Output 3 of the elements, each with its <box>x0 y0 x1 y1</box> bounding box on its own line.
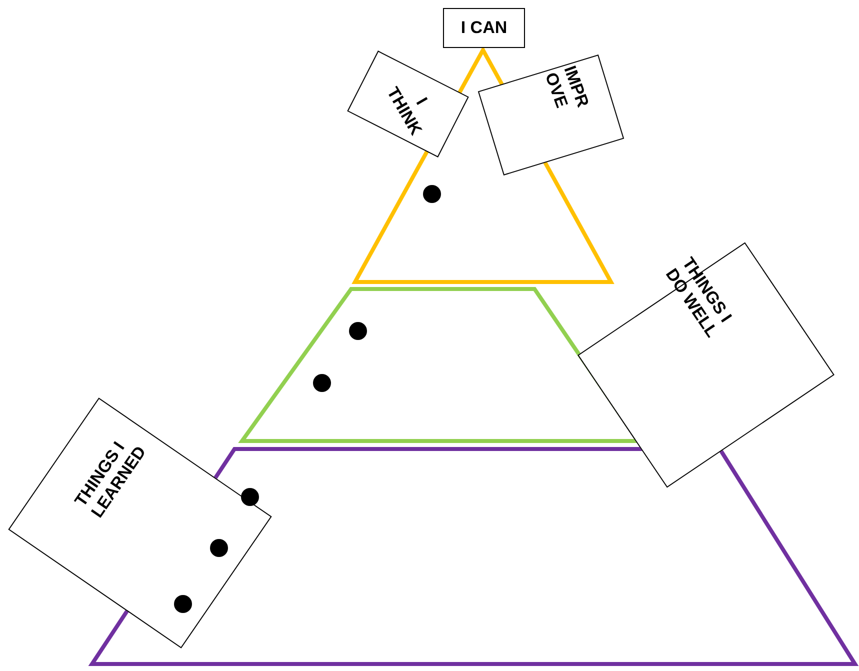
card-label: I CAN <box>460 18 508 38</box>
card-label: IMPROVE <box>540 63 594 112</box>
note-card <box>443 8 525 48</box>
